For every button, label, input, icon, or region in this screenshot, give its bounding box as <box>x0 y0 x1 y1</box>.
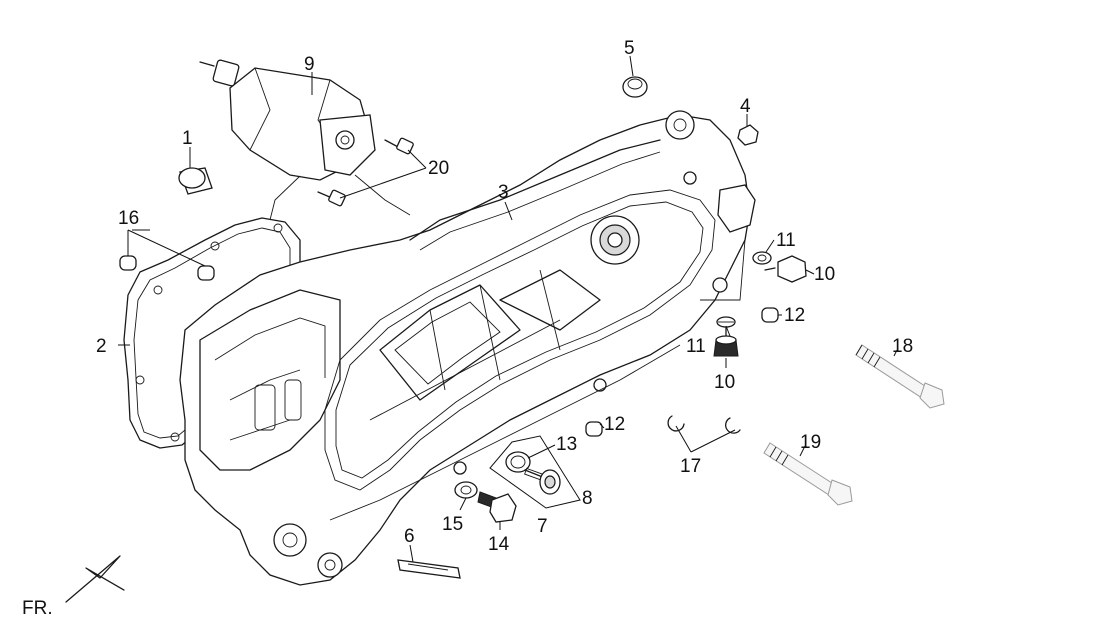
drain-plug-part-7 <box>524 467 561 495</box>
label-part-12-upper: 12 <box>784 305 805 326</box>
label-part-6: 6 <box>404 526 415 547</box>
circlips-part-17 <box>667 415 741 434</box>
label-part-18: 18 <box>892 336 913 357</box>
front-marker-label: FR. <box>22 598 53 619</box>
sleeve-part-5 <box>622 76 648 98</box>
starter-motor-part-9 <box>199 59 411 221</box>
label-part-7: 7 <box>537 516 548 537</box>
label-part-9: 9 <box>304 54 315 75</box>
label-part-20: 20 <box>428 158 449 179</box>
part-labels: 1 2 3 4 5 6 7 8 9 10 10 11 11 12 12 13 1… <box>96 38 913 555</box>
washer-part-11-lower <box>716 316 736 328</box>
bolt-part-10-lower <box>713 327 739 357</box>
strainer-part-6 <box>397 559 461 579</box>
leader-lines <box>118 55 898 563</box>
nut-part-4 <box>737 124 759 146</box>
dowel-pins-part-16 <box>119 255 215 281</box>
front-direction-marker: FR. <box>22 555 125 619</box>
washer-part-11-upper <box>752 251 772 265</box>
label-part-2: 2 <box>96 336 107 357</box>
sleeve-part-1 <box>178 167 213 195</box>
bolt-part-10-upper <box>764 255 807 283</box>
bolts-part-20 <box>317 137 414 207</box>
long-bolt-part-18 <box>855 344 945 409</box>
label-part-11-upper: 11 <box>776 230 796 251</box>
bolt-part-14 <box>477 491 517 523</box>
label-part-19: 19 <box>800 432 821 453</box>
label-part-5: 5 <box>624 38 635 59</box>
label-part-17: 17 <box>680 456 701 477</box>
label-part-1: 1 <box>182 128 193 149</box>
long-bolt-part-19 <box>763 442 853 506</box>
label-part-16: 16 <box>118 208 139 229</box>
label-part-12-lower: 12 <box>604 414 625 435</box>
label-part-11-lower: 11 <box>686 336 706 357</box>
label-part-3: 3 <box>498 182 509 203</box>
dowel-part-12-lower <box>585 421 603 437</box>
group-bracket-part-8 <box>489 435 581 509</box>
label-part-10-upper: 10 <box>814 264 835 285</box>
label-part-14: 14 <box>488 534 510 555</box>
dowel-part-12-upper <box>761 307 779 323</box>
washer-part-15 <box>454 481 478 499</box>
seal-part-13 <box>505 451 531 473</box>
label-part-15: 15 <box>442 514 463 535</box>
label-part-13: 13 <box>556 434 577 455</box>
label-part-10-lower: 10 <box>714 372 735 393</box>
label-part-8: 8 <box>582 488 593 509</box>
label-part-4: 4 <box>740 96 751 117</box>
crankcase-part-3 <box>179 110 756 586</box>
